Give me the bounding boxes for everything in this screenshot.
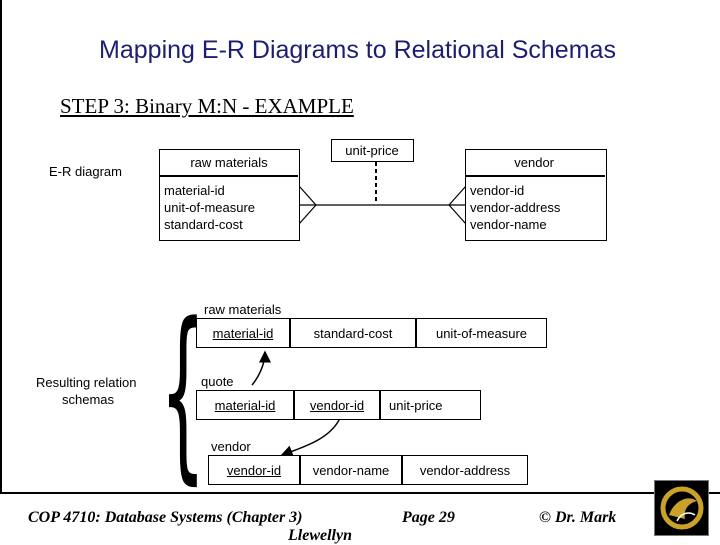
schema-raw-materials-table: material-id standard-cost unit-of-measur…: [196, 318, 547, 348]
entity-vendor: vendor vendor-id vendor-address vendor-n…: [465, 149, 607, 241]
entity-vendor-divider: [466, 175, 605, 177]
footer-author: © Dr. Mark: [539, 509, 617, 526]
step-heading: STEP 3: Binary M:N - EXAMPLE: [60, 94, 354, 118]
crows-foot-right-top: [448, 185, 467, 206]
col-material-id: material-id: [212, 326, 274, 341]
schema-quote-table: material-id vendor-id unit-price: [196, 390, 481, 420]
attr-standard-cost: standard-cost: [164, 217, 243, 232]
col-vendor-vendor-name: vendor-name: [312, 463, 390, 478]
footer-author-continued: Llewellyn: [288, 527, 352, 544]
schema-vendor-name: vendor: [211, 439, 251, 454]
schema-quote-name: quote: [201, 374, 234, 389]
result-label-line2: schemas: [62, 392, 115, 407]
col-quote-vendor-id: vendor-id: [309, 398, 365, 413]
slide-title: Mapping E-R Diagrams to Relational Schem…: [99, 36, 616, 64]
col-standard-cost: standard-cost: [313, 326, 393, 341]
crows-foot-left-bottom: [298, 204, 317, 225]
entity-raw-materials-divider: [160, 175, 298, 177]
result-label-line1: Resulting relation: [36, 375, 137, 390]
crows-foot-right-bottom: [448, 204, 467, 225]
attr-vendor-id: vendor-id: [470, 183, 525, 198]
entity-raw-materials-name: raw materials: [190, 155, 268, 170]
attr-vendor-address: vendor-address: [470, 200, 561, 215]
pegasus-logo-icon: [660, 486, 704, 530]
col-unit-of-measure: unit-of-measure: [435, 326, 528, 341]
col-quote-material-id: material-id: [214, 398, 276, 413]
slide-left-border: [0, 0, 2, 492]
col-vendor-vendor-address: vendor-address: [419, 463, 511, 478]
col-quote-unit-price: unit-price: [389, 398, 443, 413]
entity-vendor-attrs: vendor-id vendor-address vendor-name: [470, 182, 560, 233]
entity-raw-materials: raw materials material-id unit-of-measur…: [159, 149, 300, 241]
entity-raw-materials-attrs: material-id unit-of-measure standard-cos…: [164, 182, 255, 233]
attr-vendor-name: vendor-name: [470, 217, 547, 232]
footer-page: Page 29: [402, 509, 455, 526]
attr-material-id: material-id: [164, 183, 225, 198]
relationship-attribute-box: unit-price: [331, 139, 414, 162]
entity-vendor-name: vendor: [514, 155, 554, 170]
schema-vendor-table: vendor-id vendor-name vendor-address: [208, 455, 528, 485]
schema-raw-materials-name: raw materials: [204, 302, 282, 317]
fk-arrow-material: [251, 350, 271, 386]
fk-arrow-vendor: [280, 417, 341, 457]
footer-course: COP 4710: Database Systems (Chapter 3): [28, 509, 303, 526]
er-diagram-label: E-R diagram: [49, 164, 122, 179]
ucf-logo: [654, 480, 709, 536]
col-vendor-vendor-id: vendor-id: [226, 463, 282, 478]
footer-rule: [0, 492, 720, 494]
relationship-attr-text: unit-price: [345, 143, 399, 158]
attr-unit-of-measure: unit-of-measure: [164, 200, 256, 215]
crows-foot-left-top: [298, 185, 317, 206]
